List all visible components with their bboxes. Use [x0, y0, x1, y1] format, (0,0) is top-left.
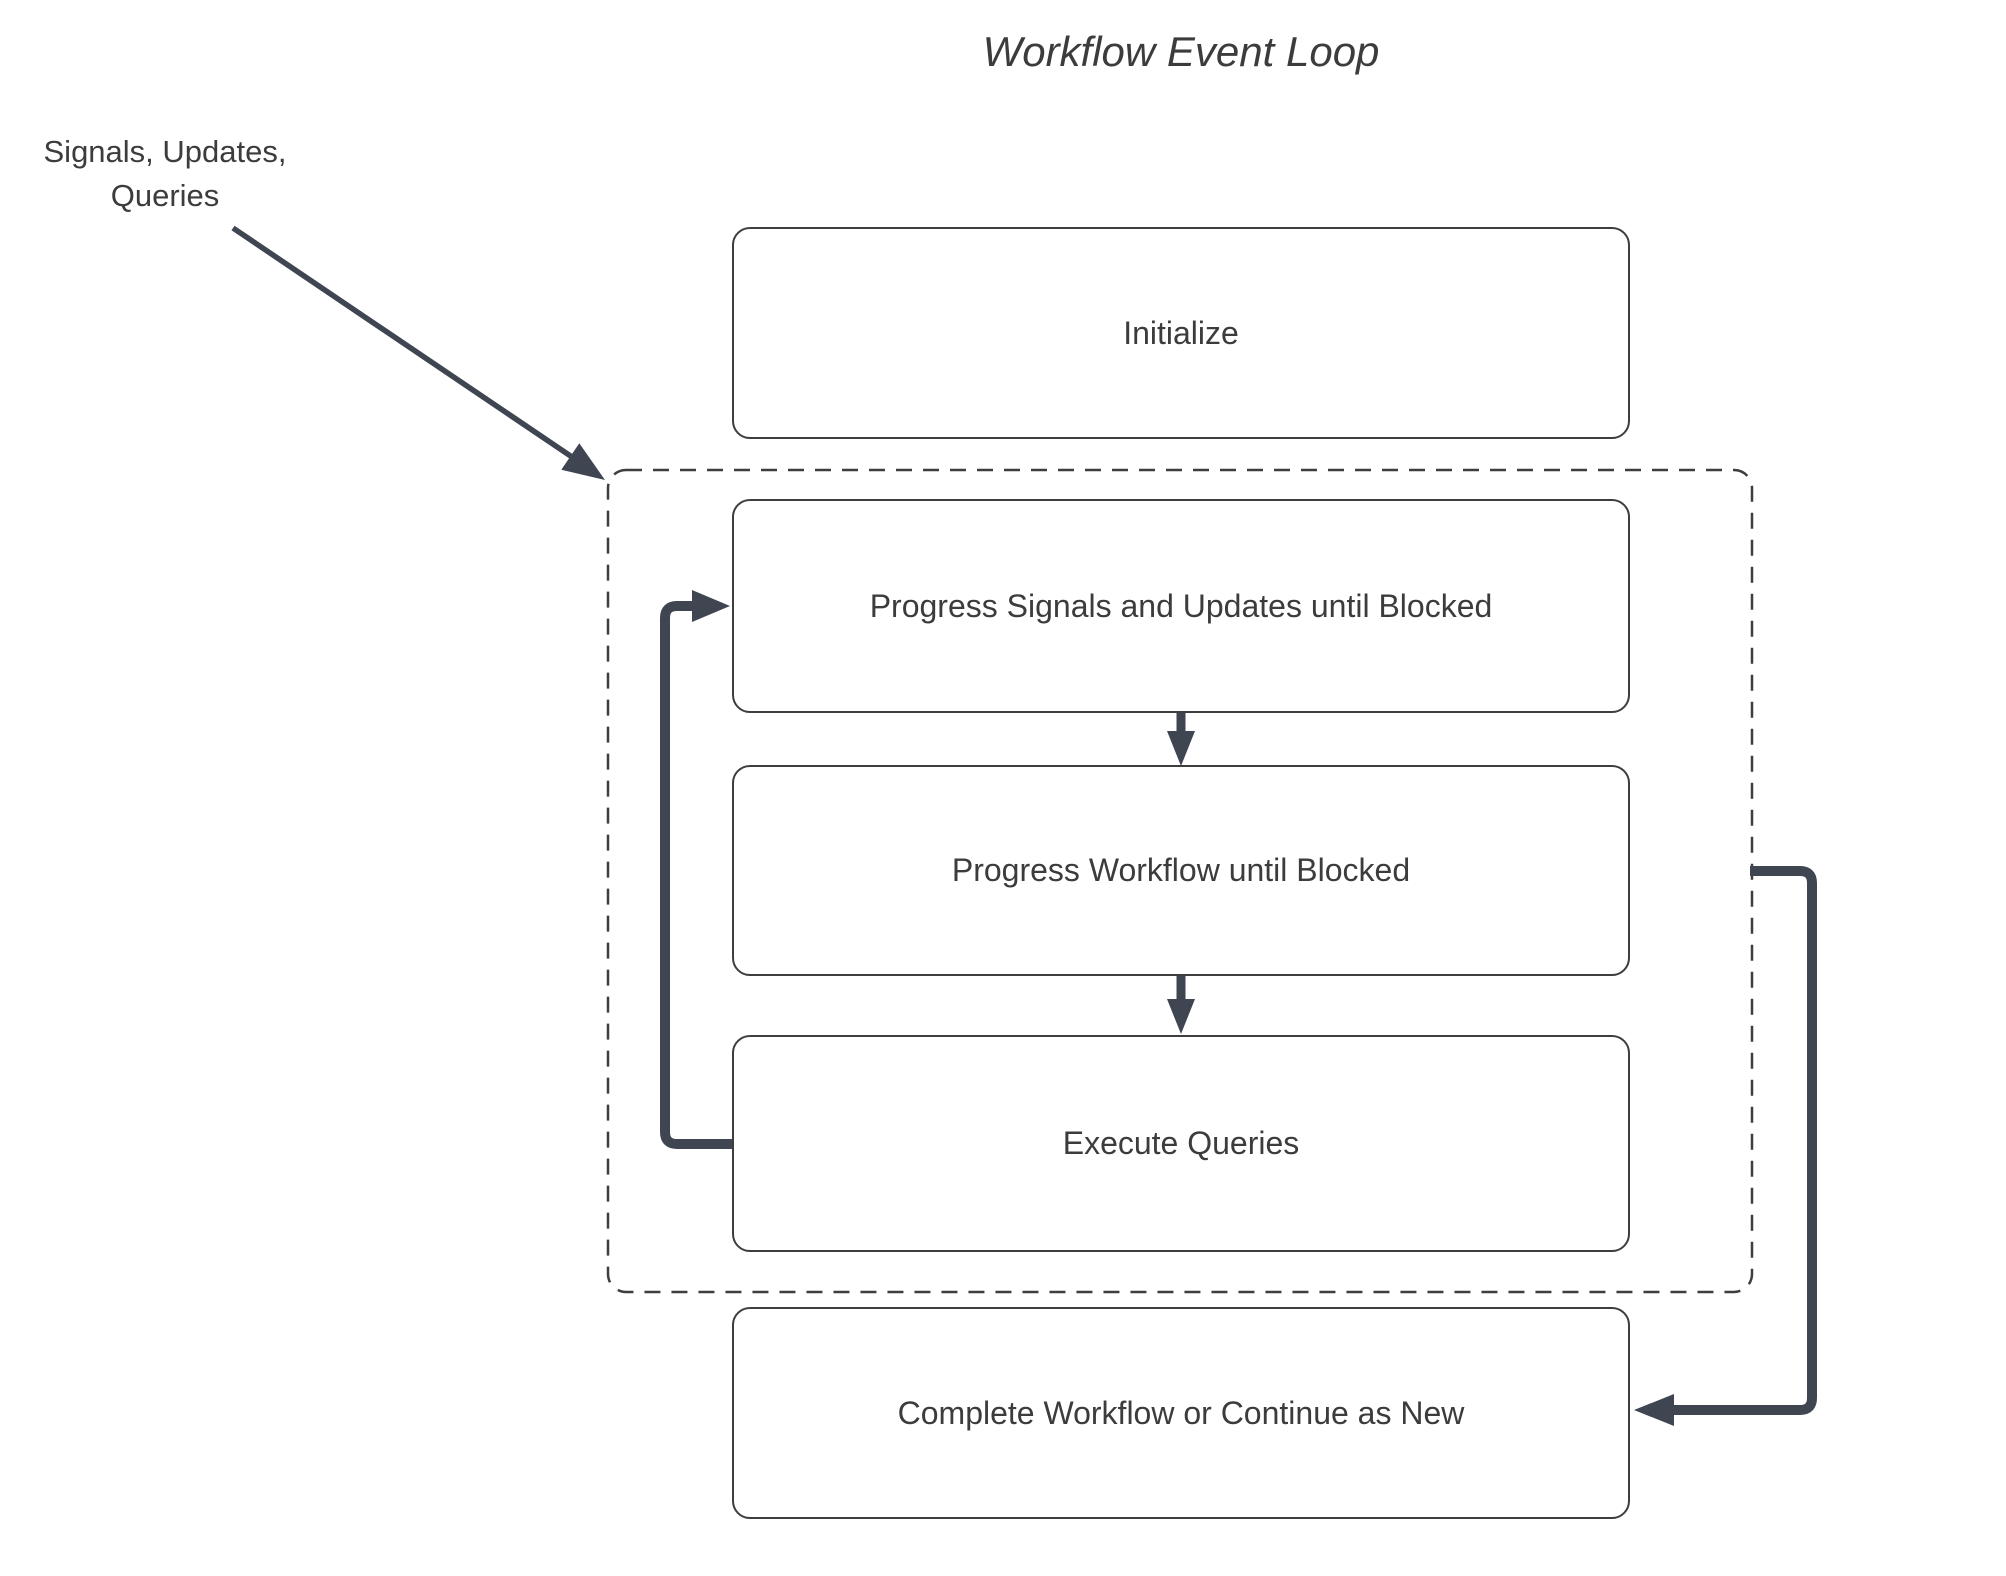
arrow-signals-to-workflow: [1167, 713, 1195, 766]
annotation-arrow: [231, 225, 605, 480]
node-label: Progress Signals and Updates until Block…: [869, 587, 1493, 624]
diagram-title: Workflow Event Loop: [982, 28, 1380, 75]
node-complete-or-continue: Complete Workflow or Continue as New: [732, 1307, 1630, 1519]
node-label: Progress Workflow until Blocked: [951, 852, 1411, 888]
node-label: Initialize: [1123, 314, 1239, 351]
arrow-loop-back: [660, 590, 733, 1149]
event-loop-group-border: [606, 468, 1754, 1294]
node-execute-queries: Execute Queries: [732, 1035, 1630, 1252]
signals-updates-queries-annotation: Signals, Updates, Queries: [43, 134, 287, 214]
arrow-workflow-to-queries: [1167, 976, 1195, 1034]
node-progress-signals-updates: Progress Signals and Updates until Block…: [732, 499, 1630, 713]
node-label: Complete Workflow or Continue as New: [897, 1394, 1465, 1431]
arrow-to-complete: [1634, 866, 1817, 1426]
node-label: Execute Queries: [1062, 1125, 1300, 1161]
node-progress-workflow: Progress Workflow until Blocked: [732, 765, 1630, 976]
node-initialize: Initialize: [732, 227, 1630, 439]
